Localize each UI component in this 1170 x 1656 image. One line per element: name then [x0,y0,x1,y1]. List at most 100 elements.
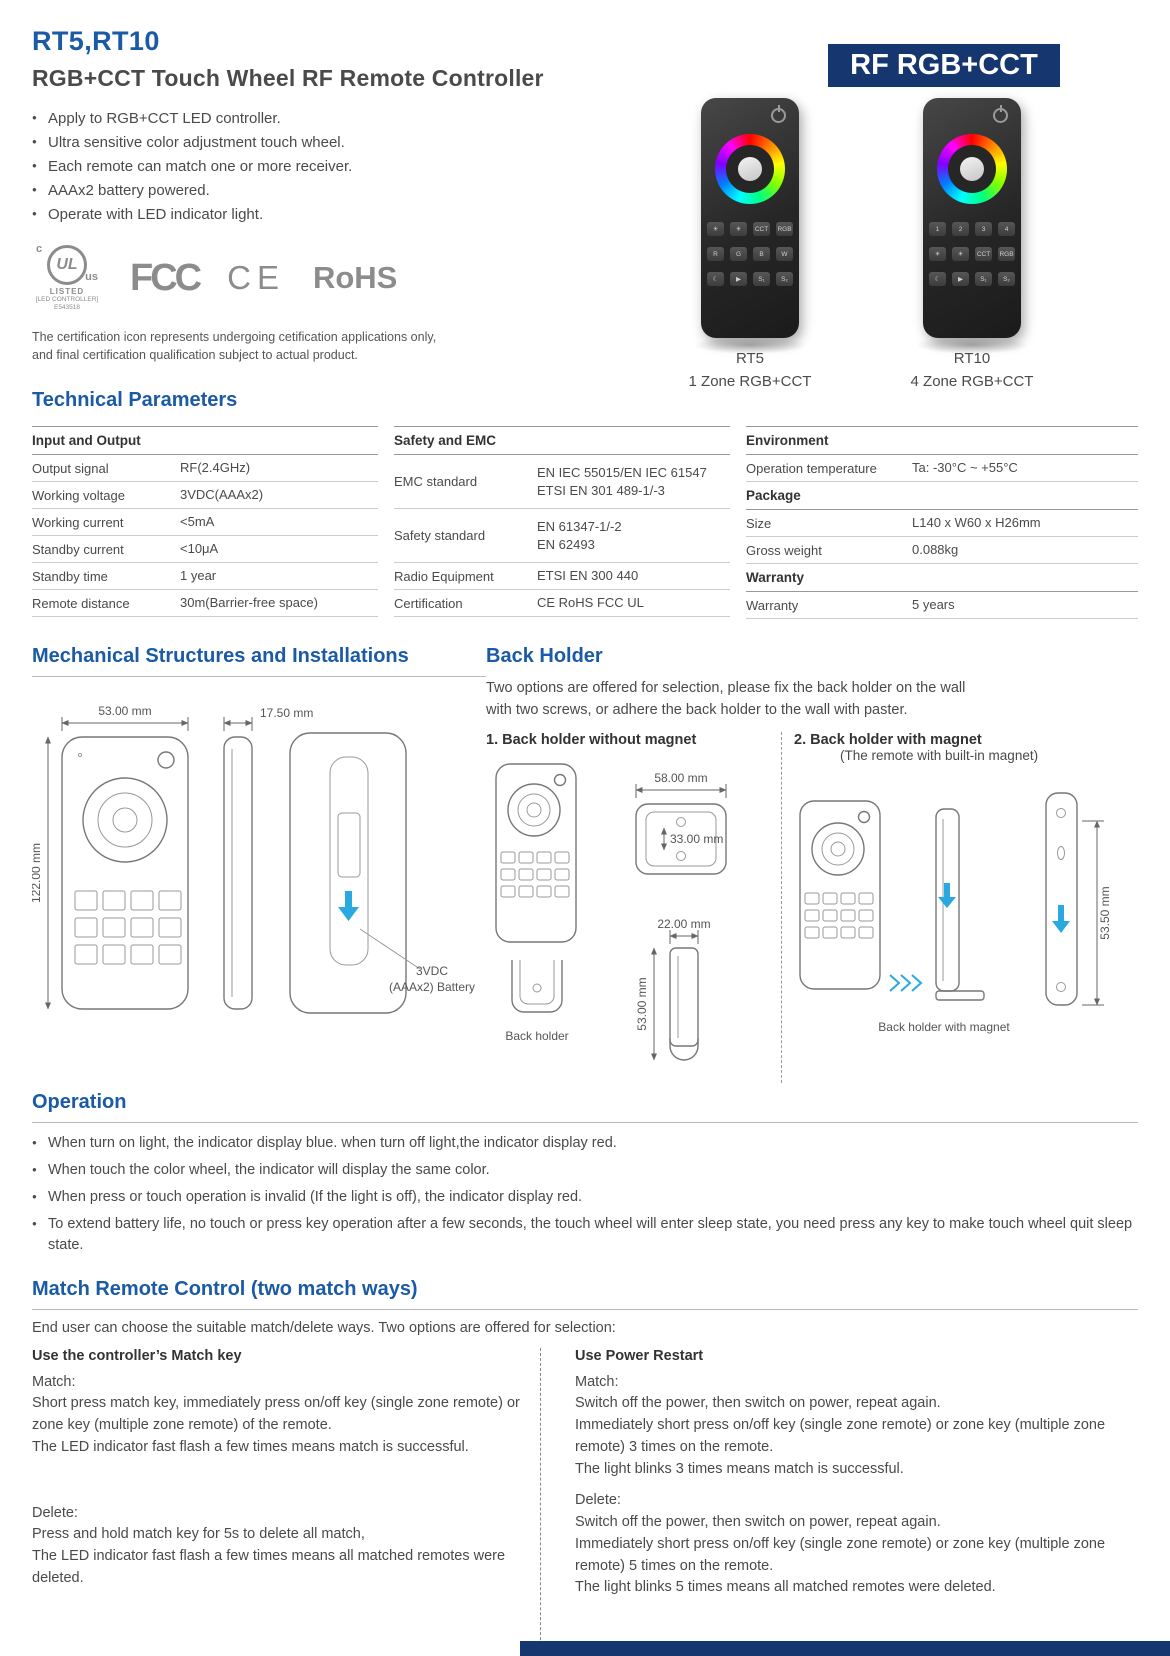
holder-back-view [1045,791,1078,1006]
operation-item: To extend battery life, no touch or pres… [32,1214,1138,1256]
match-heading: Match Remote Control (two match ways) [32,1277,418,1300]
option2-subtitle: (The remote with built-in magnet) [840,747,1039,763]
attach-arrow-icon [889,973,923,992]
slide-down-arrow-icon [938,896,956,908]
back-holder-option1: 1. Back holder without magnet [486,731,782,1083]
match-step: Short press match key, immediately press… [32,1395,520,1434]
remote-key: 4 [998,222,1015,236]
remote-key: S₁ [975,272,992,286]
certification-note-line1: The certification icon represents underg… [32,329,437,344]
certification-note: The certification icon represents underg… [32,328,1138,366]
power-restart-title: Use Power Restart [575,1347,704,1364]
mechanical-section: Mechanical Structures and Installations [29,645,486,1083]
operation-section: Operation When turn on light, the indica… [32,1091,1138,1256]
match-step: Delete: [575,1492,621,1509]
remote-front-small [799,799,881,990]
match-step: Immediately short press on/off key (sing… [575,1535,1106,1574]
match-step: Press and hold match key for 5s to delet… [32,1526,365,1543]
technical-parameters-heading: Technical Parameters [32,389,238,412]
ul-c-label: c [36,243,43,255]
battery-arrow-icon [338,907,359,922]
side-view [223,736,253,1010]
remote-key: CCT [975,247,992,261]
remote-key: RGB [998,247,1015,261]
holder-side-with-magnet [935,807,985,1001]
match-step: Match: [32,1373,76,1390]
ce-mark-icon: CE [227,259,285,297]
remote-key: RGB [776,222,793,236]
remote-key: W [776,247,793,261]
page-title: RGB+CCT Touch Wheel RF Remote Controller [32,65,544,91]
slide-down-arrow-icon [1052,920,1070,933]
rt10-zone: 4 Zone RGB+CCT [910,372,1034,390]
operation-heading: Operation [32,1090,127,1113]
rt10-caption: RT10 4 Zone RGB+CCT [897,348,1047,393]
rt5-zone: 1 Zone RGB+CCT [688,372,812,390]
operation-item: When touch the color wheel, the indicato… [32,1160,1138,1181]
operation-item: When turn on light, the indicator displa… [32,1133,1138,1154]
remote-key: R [707,247,724,261]
divider [32,1121,1138,1123]
rt5-name: RT5 [735,350,765,367]
match-step: Switch off the power, then switch on pow… [575,1395,941,1412]
option2-caption: Back holder with magnet [878,1020,1010,1034]
option1-title: 1. Back holder without magnet [486,731,697,748]
battery-label-line2: (AAAx2) Battery [389,980,475,994]
holder-depth-label: 22.00 mm [657,917,710,931]
ul-us-label: us [85,271,98,283]
feature-item: Ultra sensitive color adjustment touch w… [32,134,1138,151]
technical-parameters-section: Technical Parameters Input and Output Ou… [32,389,1138,620]
mechanical-diagram: 53.00 mm 122.00 mm 17.50 mm [29,704,475,1014]
remote-key: S₂ [998,272,1015,286]
remote-key: CCT [753,222,770,236]
holder-screw-span-label: 33.00 mm [670,832,723,846]
rt10-name: RT10 [953,350,991,367]
mechanical-backholder-section: Mechanical Structures and Installations [29,645,1138,1083]
magnet-holder-height-label: 53.50 mm [1098,886,1112,939]
remote-key: G [730,247,747,261]
column-header: Safety and EMC [394,427,730,456]
remote-key: 2 [952,222,969,236]
remote-key: 1 [929,222,946,236]
match-step: Delete: [32,1504,78,1521]
match-intro: End user can choose the suitable match/d… [32,1319,616,1336]
holder-width-label: 58.00 mm [654,771,707,785]
match-step: The light blinks 3 times means match is … [575,1460,904,1477]
operation-list: When turn on light, the indicator displa… [32,1133,1138,1256]
certification-marks: c UL us LISTED [LED CONTROLLER] E543518 … [32,243,1138,312]
holder-bottom-view [511,959,563,1013]
operation-item: When press or touch operation is invalid… [32,1187,1138,1208]
remote-key: ☀ [707,222,724,236]
remote-key: ☀ [929,247,946,261]
table-row: Working current<5mA [32,509,378,537]
match-step: Switch off the power, then switch on pow… [575,1514,941,1531]
feature-list: Apply to RGB+CCT LED controller. Ultra s… [32,110,1138,223]
column-header: Package [746,482,1138,511]
column-header: Environment [746,427,1138,456]
match-step: Immediately short press on/off key (sing… [575,1417,1106,1455]
match-step: The LED indicator fast flash a few times… [32,1548,506,1586]
rt10-keypad: 1 2 3 4 ☀ ☀ CCT RGB ☾ ▶ S₁ S₂ [929,222,1015,286]
remote-front-small [495,762,577,943]
ul-ring: UL [47,245,87,285]
match-step: The light blinks 5 times means all match… [575,1579,996,1596]
match-step: Match: [575,1373,619,1390]
match-key-column: Use the controller’s Match key Match: Sh… [32,1348,540,1656]
back-holder-section: Back Holder Two options are offered for … [486,645,1138,1083]
match-step: The LED indicator fast flash a few times… [32,1438,469,1455]
width-dimension-label: 53.00 mm [98,704,151,718]
remote-key: ▶ [730,272,747,286]
mechanical-heading: Mechanical Structures and Installations [32,645,409,668]
